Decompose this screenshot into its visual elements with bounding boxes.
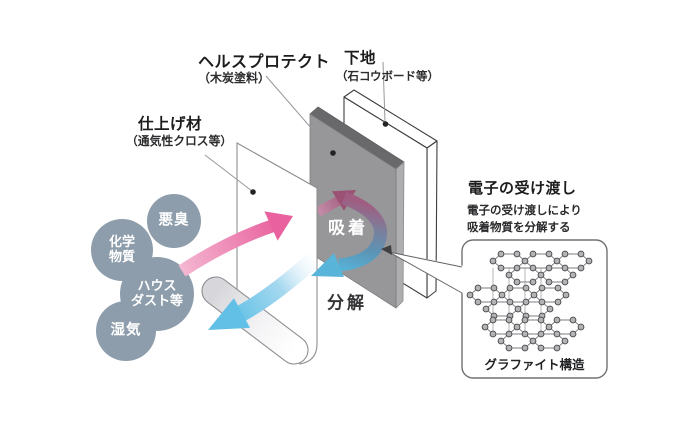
bubble-moisture-line1: 湿気 — [110, 322, 142, 339]
u-turn-flow-curve — [338, 191, 388, 272]
bubble-odor-line1: 悪臭 — [158, 212, 190, 229]
leader-finish — [204, 154, 253, 192]
adsorption-label: 吸着 — [328, 218, 368, 238]
leader-base — [382, 61, 386, 123]
bubble-odor-label: 悪臭 — [159, 213, 190, 230]
health-protect-subtitle: （木炭塗料） — [198, 71, 271, 85]
dot-health-protect — [330, 150, 336, 156]
base-title: 下地 — [344, 50, 377, 67]
bubble-house-dust-label: ハウス ダスト等 — [130, 278, 184, 309]
callout-pore-mark — [381, 245, 392, 255]
decomposition-label: 分解 — [327, 293, 367, 313]
graphite-lattice — [466, 250, 593, 352]
dot-finish — [250, 189, 256, 195]
bubble-house-dust-line1: ハウス — [137, 278, 177, 294]
electron-transfer-desc-1: 電子の受け渡しにより — [467, 205, 582, 217]
decomposition-exit-arrowhead — [311, 253, 344, 277]
finish-title: 仕上げ材 — [138, 116, 203, 133]
bubble-house-dust-line2: ダスト等 — [130, 293, 184, 308]
pollutant-bubbles — [91, 194, 201, 361]
finish-subtitle: （通気性クロス等） — [126, 134, 233, 148]
health-panel-side-face — [395, 161, 405, 309]
base-subtitle: （石コウボード等） — [336, 71, 440, 83]
bubble-moisture — [96, 301, 156, 361]
bubble-chemicals-label: 化学 物質 — [108, 234, 136, 265]
bubble-chemicals-line2: 物質 — [108, 249, 136, 264]
adsorption-pink-arrow — [178, 211, 293, 277]
leader-health-protect — [265, 75, 333, 153]
decomposition-blue-arrow — [208, 252, 320, 330]
dot-base — [382, 121, 389, 127]
graphite-caption: グラファイト構造 — [484, 358, 585, 372]
callout-wedge-lines — [388, 251, 463, 294]
electron-transfer-desc-2: 吸着物質を分解する — [467, 222, 571, 234]
leader-lines — [204, 61, 386, 192]
bubble-odor — [147, 194, 201, 248]
leader-dots — [250, 121, 389, 195]
electron-transfer-title: 電子の受け渡し — [468, 180, 577, 197]
bubble-chemicals-line1: 化学 — [108, 234, 136, 250]
finish-sheet-roll — [201, 276, 309, 365]
bubble-moisture-label: 湿気 — [111, 323, 142, 340]
health-protect-title: ヘルスプロテクト — [198, 54, 331, 71]
